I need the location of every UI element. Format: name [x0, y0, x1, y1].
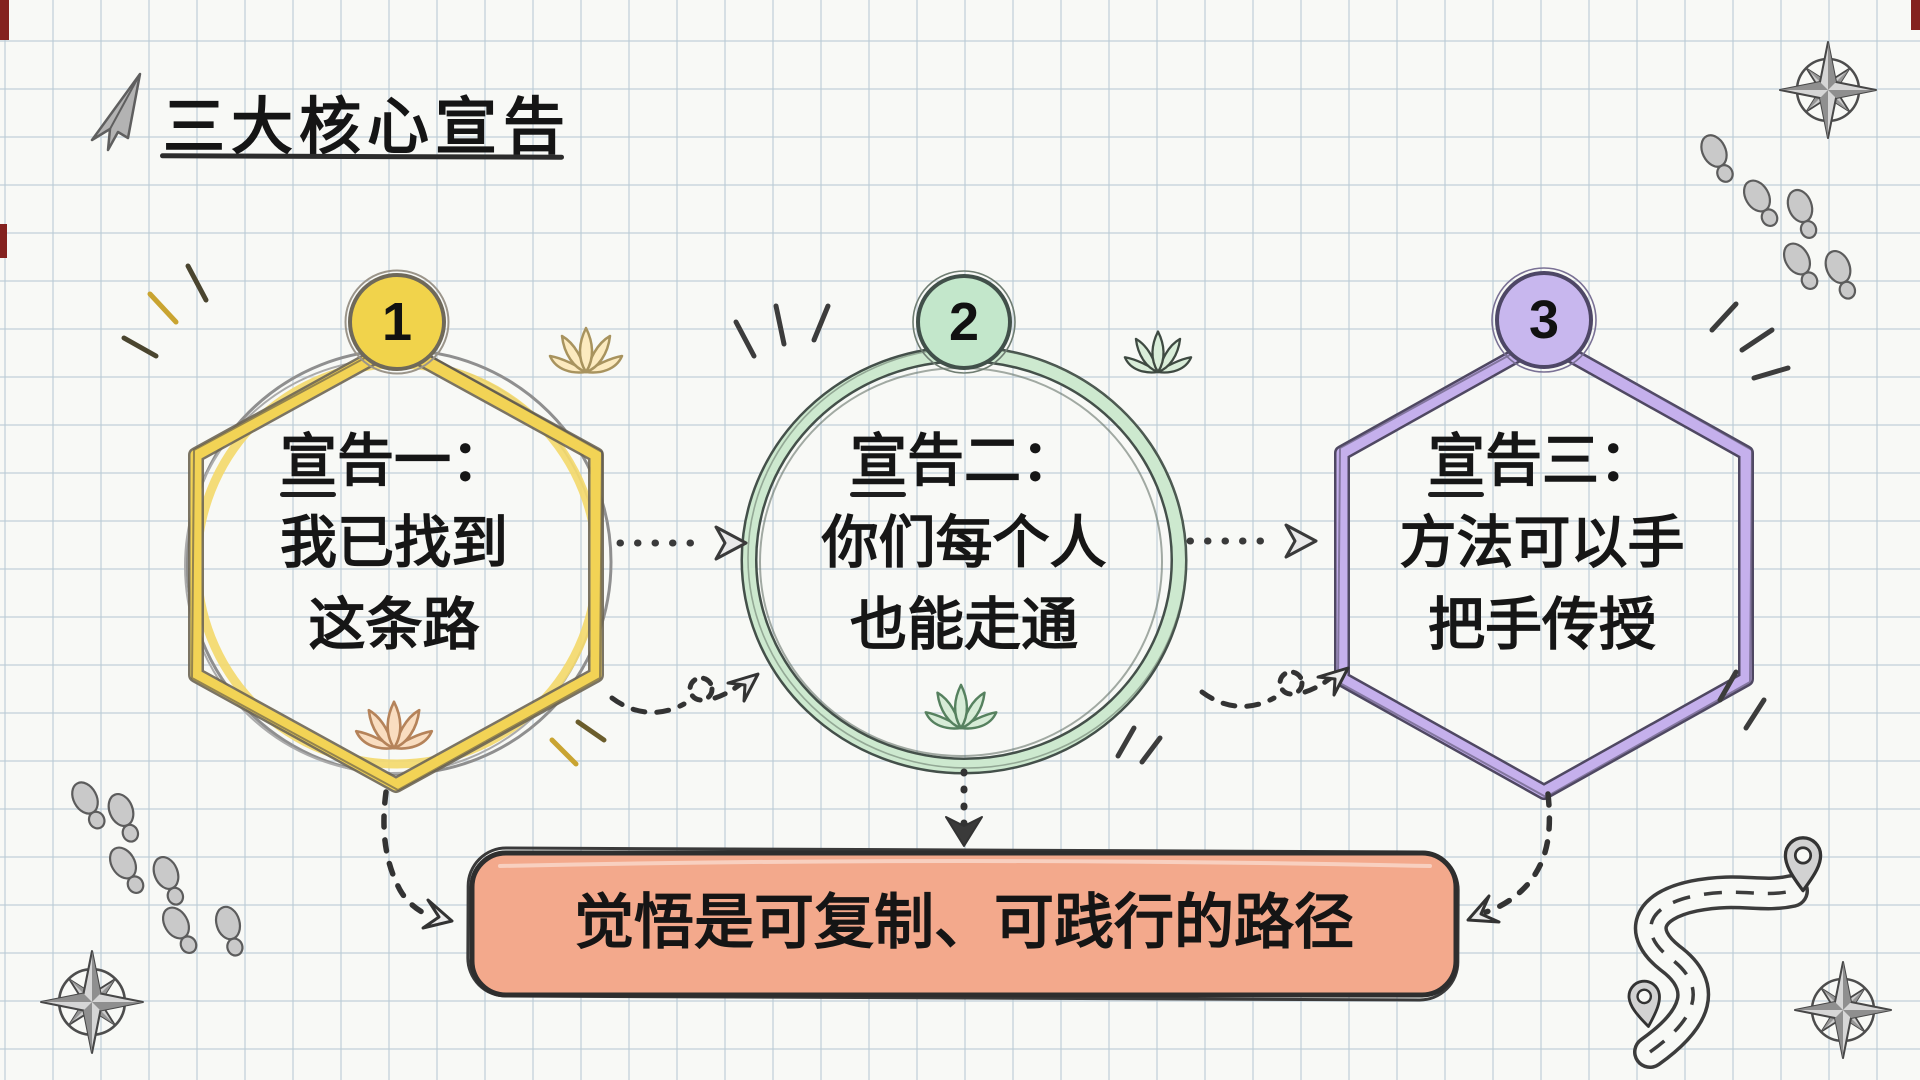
emphasis-underline [1428, 492, 1484, 497]
declaration-3-line1: 宣告三： [1428, 429, 1656, 493]
compass-icon [39, 949, 145, 1055]
compass-icon [1793, 960, 1893, 1060]
edge-mark [0, 0, 9, 40]
conclusion-banner [466, 846, 1460, 1002]
declaration-1-badge [344, 269, 450, 375]
declaration-1-line2: 我已找到 [280, 511, 508, 575]
sparkle-lines-hexagon3-topright [1709, 301, 1791, 381]
declaration-1-text: 宣告一： 我已找到 这条路 [114, 420, 674, 666]
arrow-2-to-conclusion [945, 768, 983, 847]
declaration-3-line2: 方法可以手 [1399, 511, 1685, 575]
sparkle-lines-circle2-topleft [733, 303, 831, 359]
sparkle-lines-hexagon1-bottomright [549, 719, 607, 767]
paper-plane-icon [90, 72, 142, 152]
declaration-1-line1: 宣告一： [280, 429, 508, 493]
declaration-3-number: 3 [1528, 290, 1560, 350]
conclusion-text: 觉悟是可复制、可践行的路径 [574, 889, 1354, 956]
declaration-2-text: 宣告二： 你们每个人 也能走通 [684, 420, 1244, 666]
emphasis-underline [280, 492, 336, 497]
footprints-icon [1695, 130, 1863, 304]
declaration-3-text: 宣告三： 方法可以手 把手传授 [1262, 420, 1822, 666]
declaration-3-line3: 把手传授 [1428, 593, 1656, 657]
lotus-icon [924, 683, 998, 730]
emphasis-underline [850, 492, 906, 497]
declaration-1-line3: 这条路 [308, 593, 480, 657]
declaration-1-shape [184, 337, 613, 793]
declaration-2-badge [912, 270, 1016, 374]
arrow-1-to-conclusion [381, 789, 454, 930]
declaration-2-line2: 你们每个人 [821, 511, 1107, 575]
declaration-1-number: 1 [381, 292, 413, 352]
sparkle-lines-hexagon1-topleft [121, 263, 209, 359]
sparkle-lines-hexagon3-bottomright [1717, 669, 1767, 731]
curved-loop-arrow-2-3 [1202, 668, 1348, 706]
location-pin-icon [1625, 977, 1665, 1031]
compass-icon [1778, 40, 1878, 140]
declaration-2-line3: 也能走通 [850, 593, 1078, 657]
arrow-2-to-3 [1186, 523, 1318, 559]
edge-mark [1911, 0, 1920, 30]
sparkle-lines-circle2-bottomright [1115, 725, 1163, 765]
arrow-3-to-conclusion [1466, 791, 1553, 924]
declaration-2-line1: 宣告二： [850, 429, 1078, 493]
curved-loop-arrow-1-2 [612, 674, 758, 712]
arrow-1-to-2 [616, 525, 748, 561]
declaration-3-badge [1491, 267, 1597, 373]
footprints-icon [65, 776, 250, 960]
lotus-icon [354, 700, 434, 750]
page-title: 三大核心宣告 [163, 93, 572, 162]
lotus-icon [1123, 330, 1193, 374]
declaration-2-number: 2 [948, 292, 980, 352]
lotus-icon [548, 326, 624, 374]
winding-road-icon [1633, 874, 1809, 1069]
edge-mark [0, 224, 7, 258]
